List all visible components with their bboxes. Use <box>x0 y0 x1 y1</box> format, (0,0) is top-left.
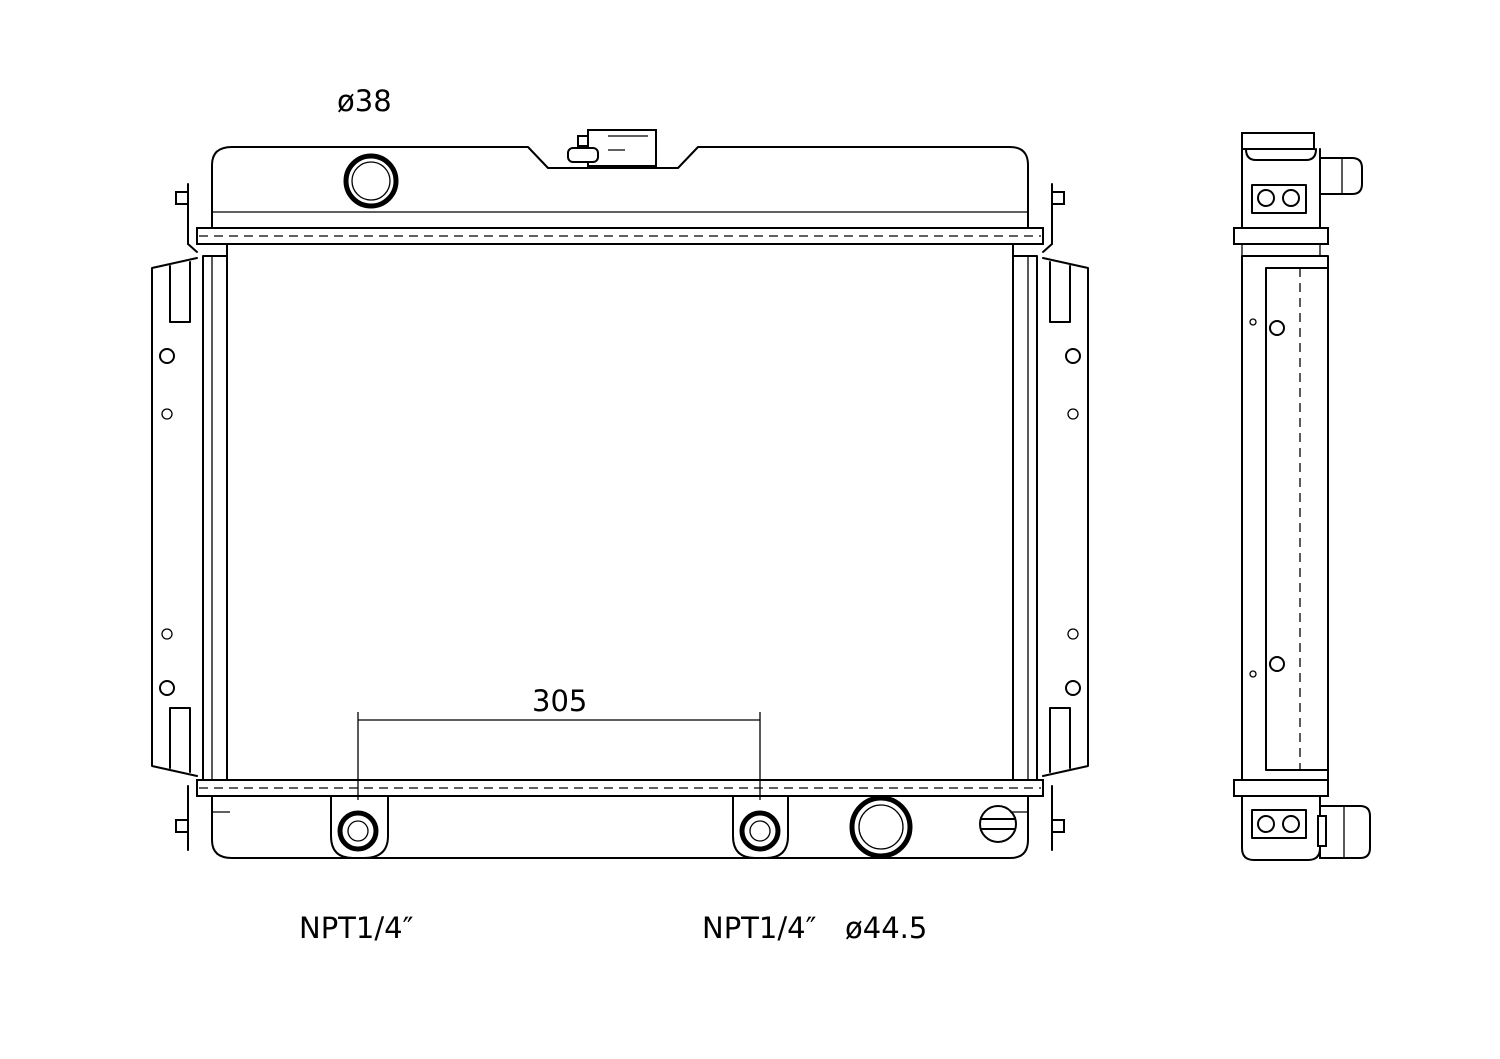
outlet-diameter-label: ø44.5 <box>845 911 927 945</box>
threaded-fitting-icon <box>979 805 1017 843</box>
right-mounting-bracket <box>1042 257 1089 777</box>
side-core <box>1241 255 1329 781</box>
outlet-pipe-icon <box>849 795 913 859</box>
radiator-side-view <box>1233 132 1371 861</box>
radiator-cap-icon <box>567 129 657 167</box>
drain-spacing-label: 305 <box>532 684 587 718</box>
top-right-bolt-icon <box>1042 183 1065 253</box>
bottom-right-bolt-icon <box>1051 785 1065 851</box>
inlet-diameter-label: ø38 <box>337 84 392 118</box>
bottom-tank <box>211 795 1029 859</box>
radiator-front-view <box>151 129 1089 859</box>
drain-spacing-dimension <box>357 712 761 800</box>
top-left-bolt-icon <box>175 183 198 253</box>
inlet-pipe-icon <box>343 153 399 209</box>
bottom-left-bolt-icon <box>175 785 189 851</box>
left-drain-thread-label: NPT1/4″ <box>299 911 414 945</box>
left-drain-plug-icon <box>330 795 389 859</box>
right-drain-thread-label: NPT1/4″ <box>702 911 817 945</box>
right-drain-plug-icon <box>732 795 789 859</box>
radiator-core <box>226 243 1014 781</box>
left-mounting-bracket <box>151 257 198 777</box>
top-tank <box>211 146 1029 229</box>
